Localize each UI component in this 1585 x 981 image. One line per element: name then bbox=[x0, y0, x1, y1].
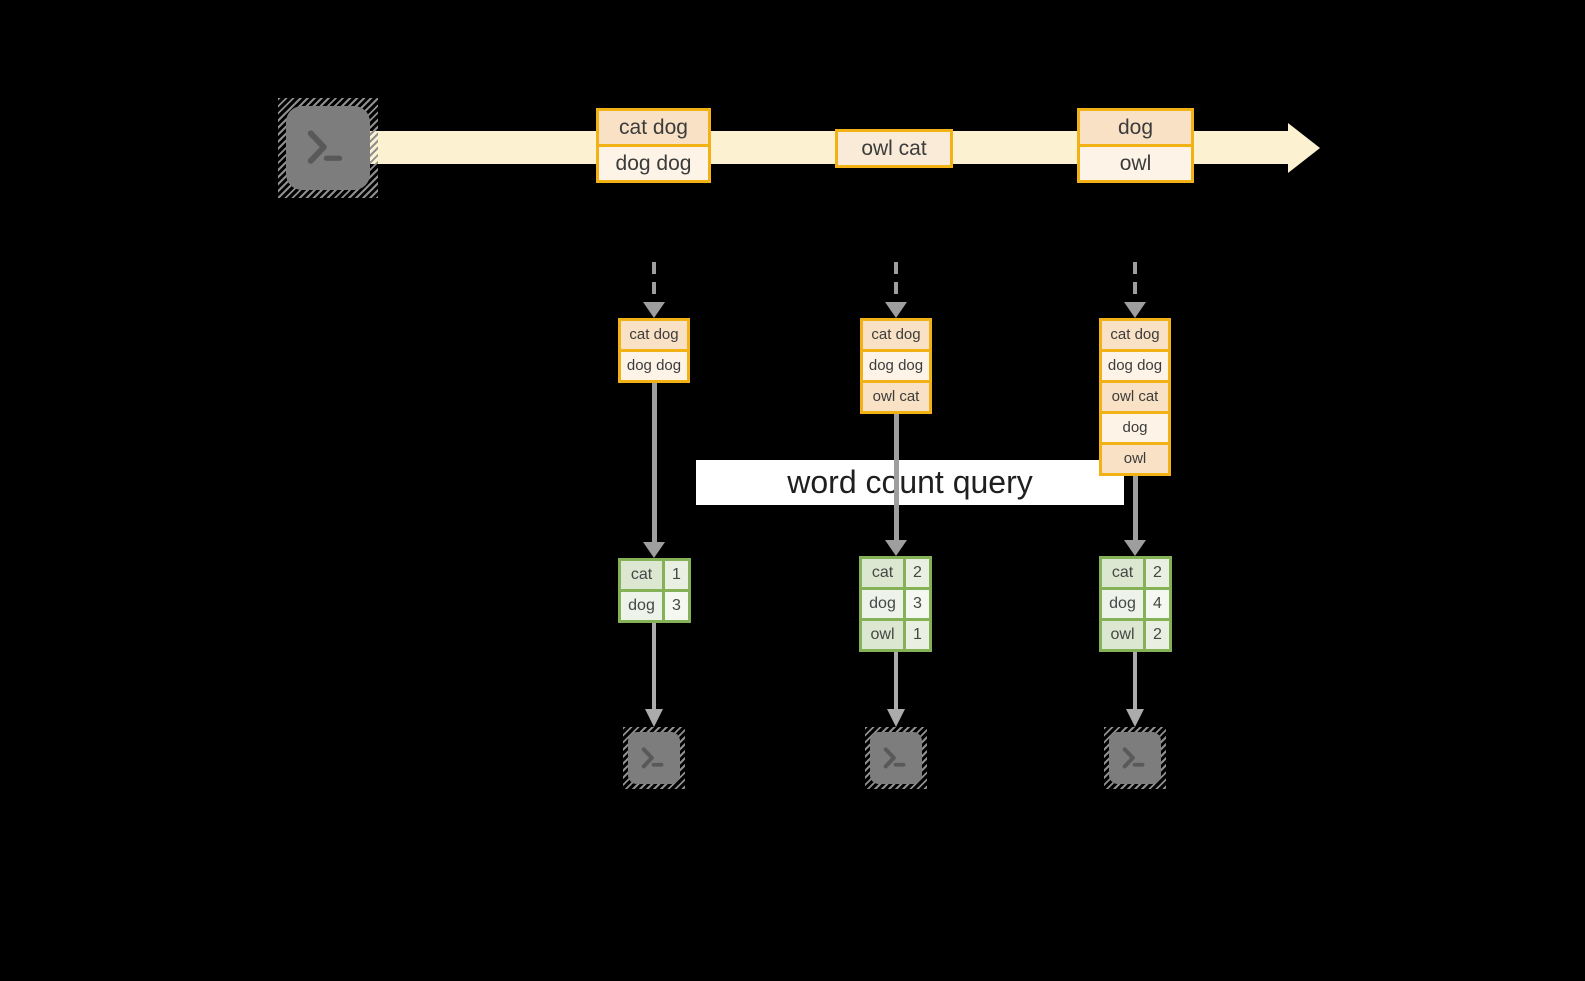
stream-timeline-arrowhead-icon bbox=[1288, 123, 1320, 173]
connector-line bbox=[652, 623, 656, 709]
count-word-cell: dog bbox=[621, 592, 662, 620]
connector-arrowhead-icon bbox=[887, 709, 905, 727]
event-word-row: dog dog bbox=[599, 144, 708, 180]
count-value-cell: 2 bbox=[1146, 559, 1169, 587]
terminal-body bbox=[870, 732, 922, 784]
buffer-row: cat dog bbox=[863, 321, 929, 349]
dashed-arrow-line bbox=[894, 262, 898, 302]
terminal-prompt-icon bbox=[308, 130, 343, 165]
event-word-row: owl cat bbox=[838, 132, 950, 165]
event-word-row: dog bbox=[1080, 111, 1191, 144]
buffer-row: dog dog bbox=[1102, 349, 1168, 380]
count-word-cell: owl bbox=[862, 621, 903, 649]
buffer-row: owl cat bbox=[863, 380, 929, 411]
terminal-prompt-icon bbox=[1122, 747, 1145, 769]
count-word-cell: cat bbox=[1102, 559, 1143, 587]
connector-line bbox=[894, 414, 899, 540]
count-value-cell: 3 bbox=[906, 590, 929, 618]
terminal-prompt-icon bbox=[883, 747, 906, 769]
terminal-body bbox=[286, 106, 370, 190]
count-table-3: cat 2 dog 4 owl 2 bbox=[1099, 556, 1172, 652]
dashed-arrowhead-icon bbox=[643, 302, 665, 318]
dashed-arrowhead-icon bbox=[1124, 302, 1146, 318]
connector-arrowhead-icon bbox=[1126, 709, 1144, 727]
buffer-row: cat dog bbox=[1102, 321, 1168, 349]
sink-terminal-icon-1 bbox=[623, 727, 685, 789]
connector-line bbox=[1133, 476, 1138, 540]
buffer-row: cat dog bbox=[621, 321, 687, 349]
buffer-stack-1: cat dog dog dog bbox=[618, 318, 690, 383]
connector-arrowhead-icon bbox=[643, 542, 665, 558]
count-value-cell: 4 bbox=[1146, 590, 1169, 618]
connector-arrowhead-icon bbox=[885, 540, 907, 556]
count-value-cell: 1 bbox=[906, 621, 929, 649]
query-banner-label: word count query bbox=[787, 464, 1033, 500]
event-word-row: owl bbox=[1080, 144, 1191, 180]
connector-line bbox=[652, 383, 657, 542]
buffer-row: dog dog bbox=[863, 349, 929, 380]
terminal-body bbox=[1109, 732, 1161, 784]
dashed-arrowhead-icon bbox=[885, 302, 907, 318]
count-word-cell: cat bbox=[621, 561, 662, 589]
count-word-cell: dog bbox=[1102, 590, 1143, 618]
count-word-cell: owl bbox=[1102, 621, 1143, 649]
terminal-body bbox=[628, 732, 680, 784]
stream-event-box-2: owl cat bbox=[835, 129, 953, 168]
terminal-prompt-icon bbox=[641, 747, 664, 769]
buffer-stack-2: cat dog dog dog owl cat bbox=[860, 318, 932, 414]
source-terminal-icon bbox=[278, 98, 378, 198]
dashed-arrow-line bbox=[652, 262, 656, 302]
count-table-2: cat 2 dog 3 owl 1 bbox=[859, 556, 932, 652]
sink-terminal-icon-3 bbox=[1104, 727, 1166, 789]
count-word-cell: cat bbox=[862, 559, 903, 587]
query-banner: word count query bbox=[696, 460, 1124, 505]
count-value-cell: 2 bbox=[1146, 621, 1169, 649]
count-word-cell: dog bbox=[862, 590, 903, 618]
connector-arrowhead-icon bbox=[1124, 540, 1146, 556]
buffer-row: dog dog bbox=[621, 349, 687, 380]
count-value-cell: 3 bbox=[665, 592, 688, 620]
event-word-row: cat dog bbox=[599, 111, 708, 144]
count-value-cell: 2 bbox=[906, 559, 929, 587]
count-value-cell: 1 bbox=[665, 561, 688, 589]
buffer-row: owl cat bbox=[1102, 380, 1168, 411]
stream-event-box-1: cat dog dog dog bbox=[596, 108, 711, 183]
connector-line bbox=[894, 652, 898, 709]
connector-line bbox=[1133, 652, 1137, 709]
buffer-row: dog bbox=[1102, 411, 1168, 442]
dashed-arrow-line bbox=[1133, 262, 1137, 302]
count-table-1: cat 1 dog 3 bbox=[618, 558, 691, 623]
connector-arrowhead-icon bbox=[645, 709, 663, 727]
buffer-stack-3: cat dog dog dog owl cat dog owl bbox=[1099, 318, 1171, 476]
sink-terminal-icon-2 bbox=[865, 727, 927, 789]
buffer-row: owl bbox=[1102, 442, 1168, 473]
stream-event-box-3: dog owl bbox=[1077, 108, 1194, 183]
